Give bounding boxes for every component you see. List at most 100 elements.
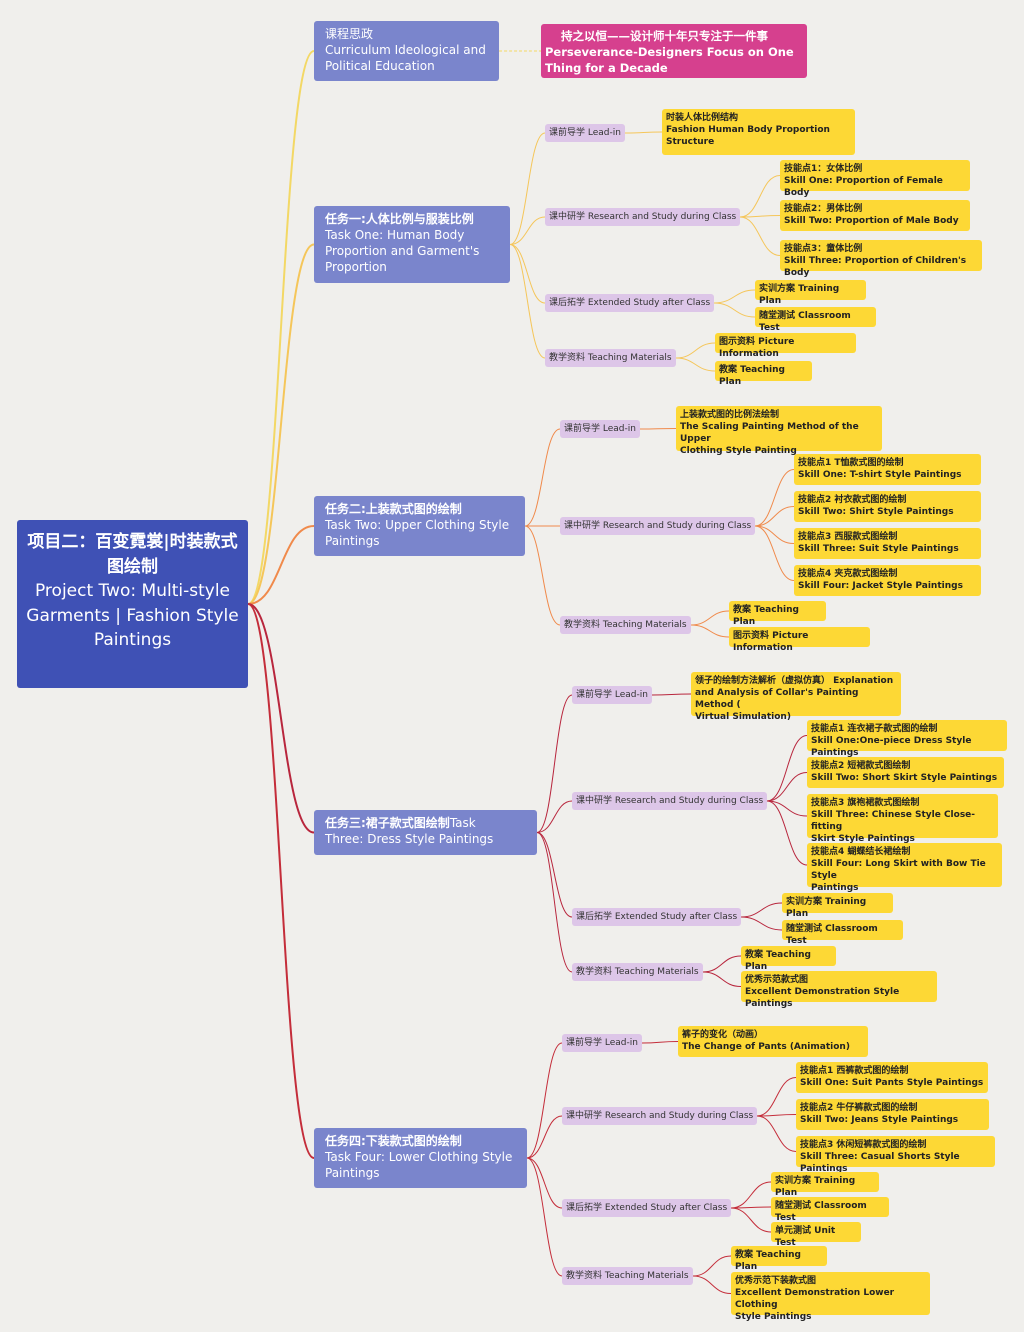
task-four-skill-2[interactable]: 技能点2 牛仔裤款式图的绘制 Skill Two: Jeans Style Pa… (796, 1099, 989, 1130)
callout-zh: 持之以恒——设计师十年只专注于一件事 (561, 29, 768, 43)
task-one-leadin[interactable]: 课前导学 Lead-in (545, 124, 625, 142)
edge-task-four-skill-1 (756, 1077, 797, 1117)
task-one-research[interactable]: 课中研学 Research and Study during Class (545, 208, 741, 226)
edge-task-one-skill-3 (739, 216, 781, 256)
task-three-demo-paintings[interactable]: 优秀示范款式图 Excellent Demonstration Style Pa… (741, 971, 937, 1009)
root-node[interactable]: 项目二：百变霓裳|时装款式图绘制 Project Two: Multi-styl… (17, 520, 248, 688)
edge-task-three-training-plan (740, 902, 783, 918)
task-two-picture-info[interactable]: 图示资料 Picture Information (729, 627, 870, 653)
task-one-skill-1[interactable]: 技能点1：女体比例 Skill One: Proportion of Femal… (780, 160, 970, 198)
task-three-training-plan[interactable]: 实训方案 Training Plan (782, 893, 893, 919)
task-three-skill-2[interactable]: 技能点2 短裙款式图绘制 Skill Two: Short Skirt Styl… (807, 757, 1004, 788)
leaf-label: 随堂测试 Classroom Test (786, 924, 878, 946)
leadin-label: 课前导学 Lead-in (564, 424, 636, 434)
task-three-materials[interactable]: 教学资料 Teaching Materials (572, 963, 703, 981)
leaf-label: 实训方案 Training Plan (759, 284, 840, 306)
task-four-training-plan[interactable]: 实训方案 Training Plan (771, 1172, 879, 1198)
task-three-skill-3[interactable]: 技能点3 旗袍裙款式图绘制 Skill Three: Chinese Style… (807, 794, 998, 844)
edge-task-one-training-plan (713, 289, 756, 304)
edge-task-three-leadin (536, 694, 573, 833)
edge-task-two-materials (524, 525, 561, 626)
edge-task-four-leadin-item (641, 1041, 679, 1044)
task-two-leadin-item[interactable]: 上装款式图的比例法绘制 The Scaling Painting Method … (676, 406, 882, 456)
skill-label: 技能点3：童体比例 Skill Three: Proportion of Chi… (784, 244, 967, 278)
leaf-label: 裤子的变化（动画） The Change of Pants (Animation… (682, 1030, 850, 1052)
edge-task-four-skill-3 (756, 1115, 797, 1152)
task-two-research[interactable]: 课中研学 Research and Study during Class (560, 517, 756, 535)
task-two-materials[interactable]: 教学资料 Teaching Materials (560, 616, 691, 634)
task-one-skill-3[interactable]: 技能点3：童体比例 Skill Three: Proportion of Chi… (780, 240, 982, 278)
task-three-research[interactable]: 课中研学 Research and Study during Class (572, 792, 768, 810)
task-two-node[interactable]: 任务二:上装款式图的绘制 Task Two: Upper Clothing St… (314, 496, 525, 556)
materials-label: 教学资料 Teaching Materials (576, 967, 699, 977)
task-one-title-zh: 任务一:人体比例与服装比例 (325, 212, 474, 226)
task-one-classroom-test[interactable]: 随堂测试 Classroom Test (755, 307, 876, 333)
leaf-label: 时装人体比例结构 Fashion Human Body Proportion S… (666, 113, 830, 147)
task-four-leadin[interactable]: 课前导学 Lead-in (562, 1034, 642, 1052)
task-two-teaching-plan[interactable]: 教案 Teaching Plan (729, 601, 826, 627)
task-one-training-plan[interactable]: 实训方案 Training Plan (755, 280, 866, 306)
task-one-leadin-item[interactable]: 时装人体比例结构 Fashion Human Body Proportion S… (662, 109, 855, 155)
task-three-title-en: Task Three: Dress Style Paintings (325, 816, 494, 846)
task-one-after-class[interactable]: 课后拓学 Extended Study after Class (545, 294, 715, 312)
callout-en: Perseverance-Designers Focus on One Thin… (545, 45, 794, 75)
task-four-materials[interactable]: 教学资料 Teaching Materials (562, 1267, 693, 1285)
task-three-skill-4[interactable]: 技能点4 蝴蝶结长裙绘制 Skill Four: Long Skirt with… (807, 843, 1002, 893)
leaf-label: 实训方案 Training Plan (786, 897, 867, 919)
leaf-label: 实训方案 Training Plan (775, 1176, 856, 1198)
edge-task-one-picture-info (675, 342, 716, 359)
task-two-skill-4[interactable]: 技能点4 夹克款式图绘制 Skill Four: Jacket Style Pa… (794, 565, 981, 596)
task-three-leadin[interactable]: 课前导学 Lead-in (572, 686, 652, 704)
edge-task-two-node (247, 525, 315, 605)
edge-task-two-skill-1 (754, 469, 795, 527)
task-three-classroom-test[interactable]: 随堂测试 Classroom Test (782, 920, 903, 946)
edge-task-one-materials (509, 244, 546, 359)
task-four-skill-1[interactable]: 技能点1 西裤款式图的绘制 Skill One: Suit Pants Styl… (796, 1062, 988, 1093)
task-four-teaching-plan[interactable]: 教案 Teaching Plan (731, 1246, 827, 1272)
edge-task-one-research (509, 216, 546, 245)
task-one-picture-info[interactable]: 图示资料 Picture Information (715, 333, 856, 359)
leaf-label: 上装款式图的比例法绘制 The Scaling Painting Method … (680, 410, 859, 456)
task-four-skill-3[interactable]: 技能点3 休闲短裤款式图的绘制 Skill Three: Casual Shor… (796, 1136, 995, 1174)
edge-task-three-after-class (536, 832, 573, 918)
task-one-materials[interactable]: 教学资料 Teaching Materials (545, 349, 676, 367)
task-three-after-class[interactable]: 课后拓学 Extended Study after Class (572, 908, 742, 926)
task-three-skill-1[interactable]: 技能点1 连衣裙子款式图的绘制 Skill One:One-piece Dres… (807, 720, 1007, 758)
task-two-skill-3[interactable]: 技能点3 西服款式图绘制 Skill Three: Suit Style Pai… (794, 528, 981, 559)
task-three-leadin-item[interactable]: 领子的绘制方法解析（虚拟仿真） Explanation and Analysis… (691, 672, 901, 722)
task-four-node[interactable]: 任务四:下装款式图的绘制 Task Four: Lower Clothing S… (314, 1128, 527, 1188)
root-title-en: Project Two: Multi-style Garments | Fash… (26, 581, 239, 650)
task-two-leadin[interactable]: 课前导学 Lead-in (560, 420, 640, 438)
skill-label: 技能点1 连衣裙子款式图的绘制 Skill One:One-piece Dres… (811, 724, 972, 758)
leaf-label: 教案 Teaching Plan (719, 365, 785, 387)
leaf-label: 优秀示范下装款式图 Excellent Demonstration Lower … (735, 1276, 895, 1322)
skill-label: 技能点4 夹克款式图绘制 Skill Four: Jacket Style Pa… (798, 569, 963, 591)
edge-task-three-materials (536, 832, 573, 973)
task-one-teaching-plan[interactable]: 教案 Teaching Plan (715, 361, 812, 387)
edge-task-two-leadin (524, 428, 561, 527)
task-four-leadin-item[interactable]: 裤子的变化（动画） The Change of Pants (Animation… (678, 1026, 868, 1057)
edge-task-one-skill-1 (739, 175, 781, 218)
edge-task-three-skill-1 (766, 735, 808, 802)
edge-task-one-teaching-plan (675, 357, 716, 372)
task-one-skill-2[interactable]: 技能点2：男体比例 Skill Two: Proportion of Male … (780, 200, 970, 231)
leaf-label: 优秀示范款式图 Excellent Demonstration Style Pa… (745, 975, 900, 1009)
edge-task-one-leadin (509, 132, 546, 245)
task-two-skill-1[interactable]: 技能点1 T恤款式图的绘制 Skill One: T-shirt Style P… (794, 454, 981, 485)
task-four-after-class[interactable]: 课后拓学 Extended Study after Class (562, 1199, 732, 1217)
task-three-teaching-plan[interactable]: 教案 Teaching Plan (741, 946, 836, 972)
task-four-research[interactable]: 课中研学 Research and Study during Class (562, 1107, 758, 1125)
task-two-title-en: Task Two: Upper Clothing Style Paintings (325, 518, 510, 548)
ideology-title: 课程思政 Curriculum Ideological and Politica… (325, 27, 486, 73)
task-four-classroom-test[interactable]: 随堂测试 Classroom Test (771, 1197, 889, 1223)
leaf-label: 领子的绘制方法解析（虚拟仿真） Explanation and Analysis… (695, 676, 894, 722)
task-four-demo-paintings[interactable]: 优秀示范下装款式图 Excellent Demonstration Lower … (731, 1272, 930, 1322)
task-three-node[interactable]: 任务三:裙子款式图绘制Task Three: Dress Style Paint… (314, 810, 537, 855)
task-two-skill-2[interactable]: 技能点2 衬衣款式图的绘制 Skill Two: Shirt Style Pai… (794, 491, 981, 522)
task-four-unit-test[interactable]: 单元测试 Unit Test (771, 1222, 861, 1248)
leaf-label: 随堂测试 Classroom Test (759, 311, 851, 333)
ideology-node[interactable]: 课程思政 Curriculum Ideological and Politica… (314, 21, 499, 81)
task-one-node[interactable]: 任务一:人体比例与服装比例 Task One: Human Body Propo… (314, 206, 510, 283)
perseverance-callout[interactable]: 持之以恒——设计师十年只专注于一件事 Perseverance-Designer… (541, 24, 807, 78)
